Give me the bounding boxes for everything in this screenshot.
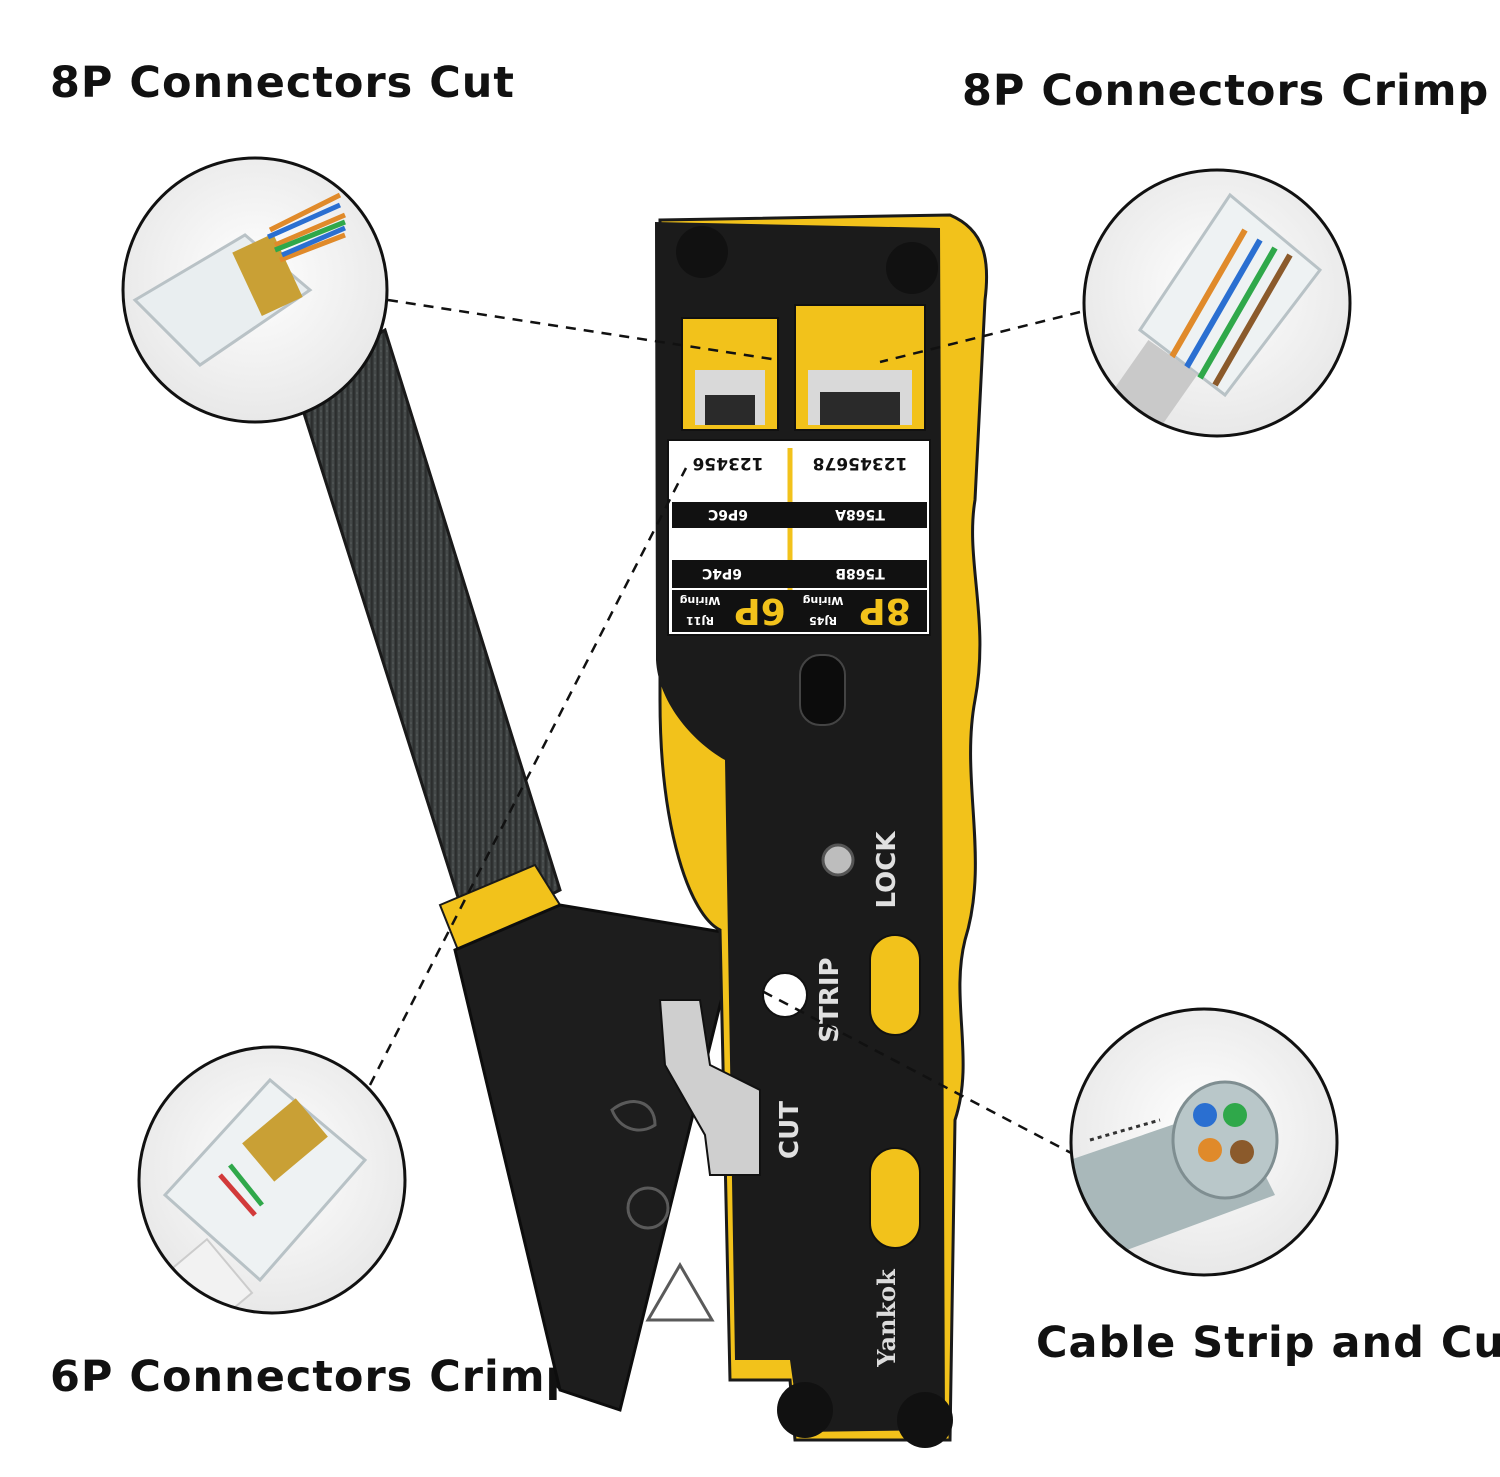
pivot-screw xyxy=(821,843,855,877)
detail-circle-8p-crimp xyxy=(1082,168,1352,438)
adjust-slot xyxy=(799,654,846,726)
detail-circle-8p-cut xyxy=(121,156,389,424)
lock-label: LOCK xyxy=(872,831,902,909)
cut-button xyxy=(869,1147,921,1249)
no-hand-icon xyxy=(626,1186,670,1230)
rivet-top-left xyxy=(676,226,728,278)
crimp-slot-8p xyxy=(794,304,926,431)
detail-circle-cable-strip xyxy=(1069,1007,1339,1277)
wiring-8p-label: Wiring xyxy=(803,594,844,607)
std-t568a: T568A xyxy=(835,506,885,522)
blade-hazard-icon xyxy=(610,1100,657,1132)
strip-notch xyxy=(762,972,808,1018)
label-6p-connectors-crimp: 6P Connectors Crimp xyxy=(50,1352,578,1402)
conn-6p4c: 6P4C xyxy=(702,565,742,581)
label-8p-connectors-cut: 8P Connectors Cut xyxy=(50,58,515,108)
rivet-bottom-right xyxy=(897,1392,953,1448)
rivet-bottom-left xyxy=(777,1382,833,1438)
callout-lines xyxy=(368,298,1081,1157)
pins-6p: 123456 xyxy=(693,453,764,473)
strip-label: STRIP xyxy=(815,957,845,1042)
wiring-chart xyxy=(667,439,931,636)
brand-logo: Yankok xyxy=(872,1268,901,1368)
cut-label: CUT xyxy=(775,1101,805,1159)
warning-icon xyxy=(645,1262,715,1322)
label-8p-connectors-crimp: 8P Connectors Crimp xyxy=(962,66,1490,116)
rivet-top-right xyxy=(886,242,938,294)
size-6p: 6P xyxy=(734,590,785,631)
label-cable-strip-and-cut: Cable Strip and Cut xyxy=(1036,1318,1500,1368)
pins-8p: 12345678 xyxy=(813,453,908,473)
detail-circle-6p-crimp xyxy=(137,1045,407,1315)
strip-button xyxy=(869,934,921,1036)
wiring-6p-label: Wiring xyxy=(680,594,721,607)
rj11-label: RJ11 xyxy=(686,614,714,627)
blade-window xyxy=(658,999,761,1176)
std-t568b: T568B xyxy=(835,565,884,581)
conn-6p6c: 6P6C xyxy=(708,506,748,522)
crimp-slot-6p xyxy=(681,317,779,431)
size-8p: 8P xyxy=(859,590,910,631)
rj45-label: RJ45 xyxy=(809,614,837,627)
tool-body xyxy=(610,213,989,1448)
